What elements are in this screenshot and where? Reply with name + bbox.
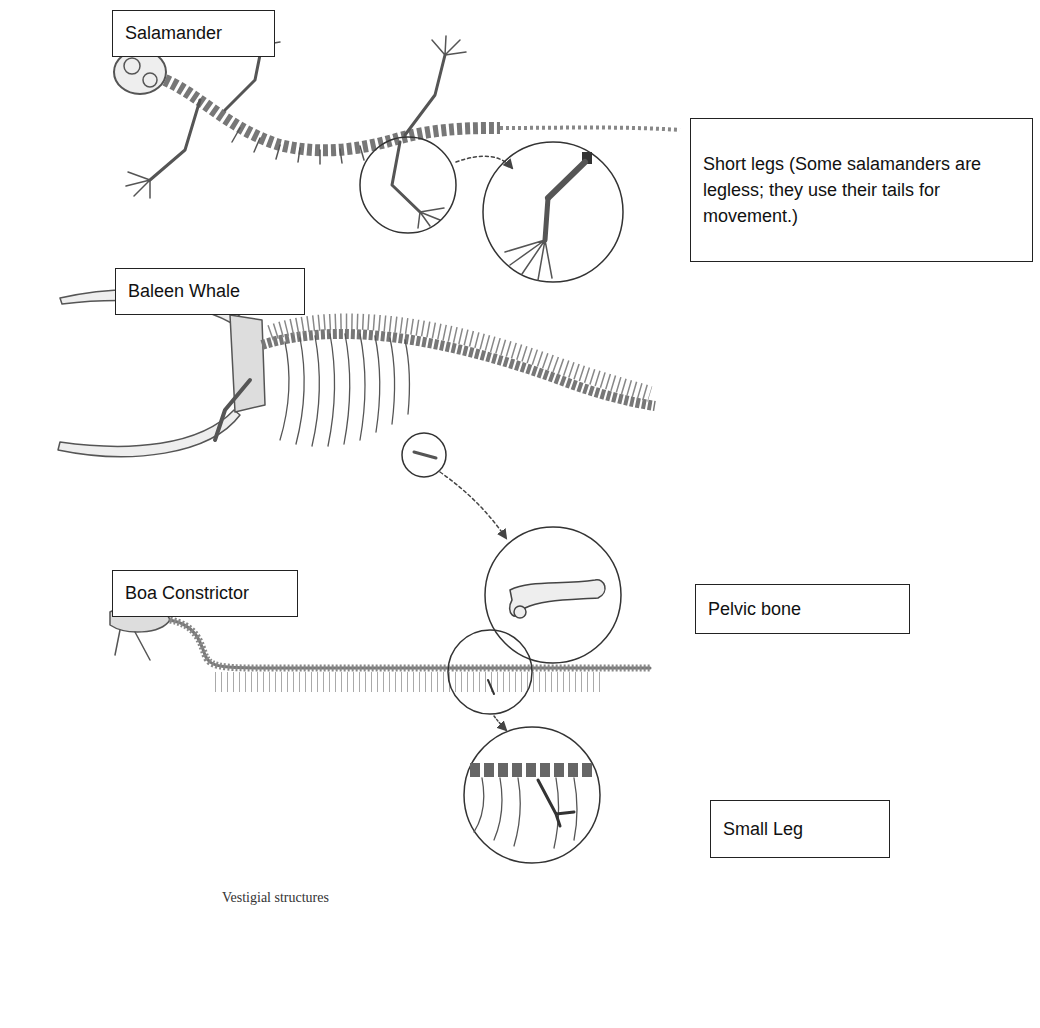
label-box: Salamander bbox=[112, 10, 275, 57]
label-text: Small Leg bbox=[723, 816, 877, 842]
label-text: Short legs (Some salamanders are legless… bbox=[703, 151, 1020, 229]
figure-caption: Vestigial structures bbox=[222, 890, 329, 906]
label-box: Baleen Whale bbox=[115, 268, 305, 315]
label-box: Small Leg bbox=[710, 800, 890, 858]
label-text: Boa Constrictor bbox=[125, 580, 285, 606]
label-text: Pelvic bone bbox=[708, 596, 897, 622]
boa-skeleton bbox=[110, 605, 650, 863]
whale-skeleton bbox=[58, 290, 655, 663]
salamander-skeleton bbox=[114, 26, 680, 282]
label-box: Pelvic bone bbox=[695, 584, 910, 634]
label-text: Baleen Whale bbox=[128, 278, 292, 304]
label-box: Boa Constrictor bbox=[112, 570, 298, 617]
label-box: Short legs (Some salamanders are legless… bbox=[690, 118, 1033, 262]
label-text: Salamander bbox=[125, 20, 262, 46]
